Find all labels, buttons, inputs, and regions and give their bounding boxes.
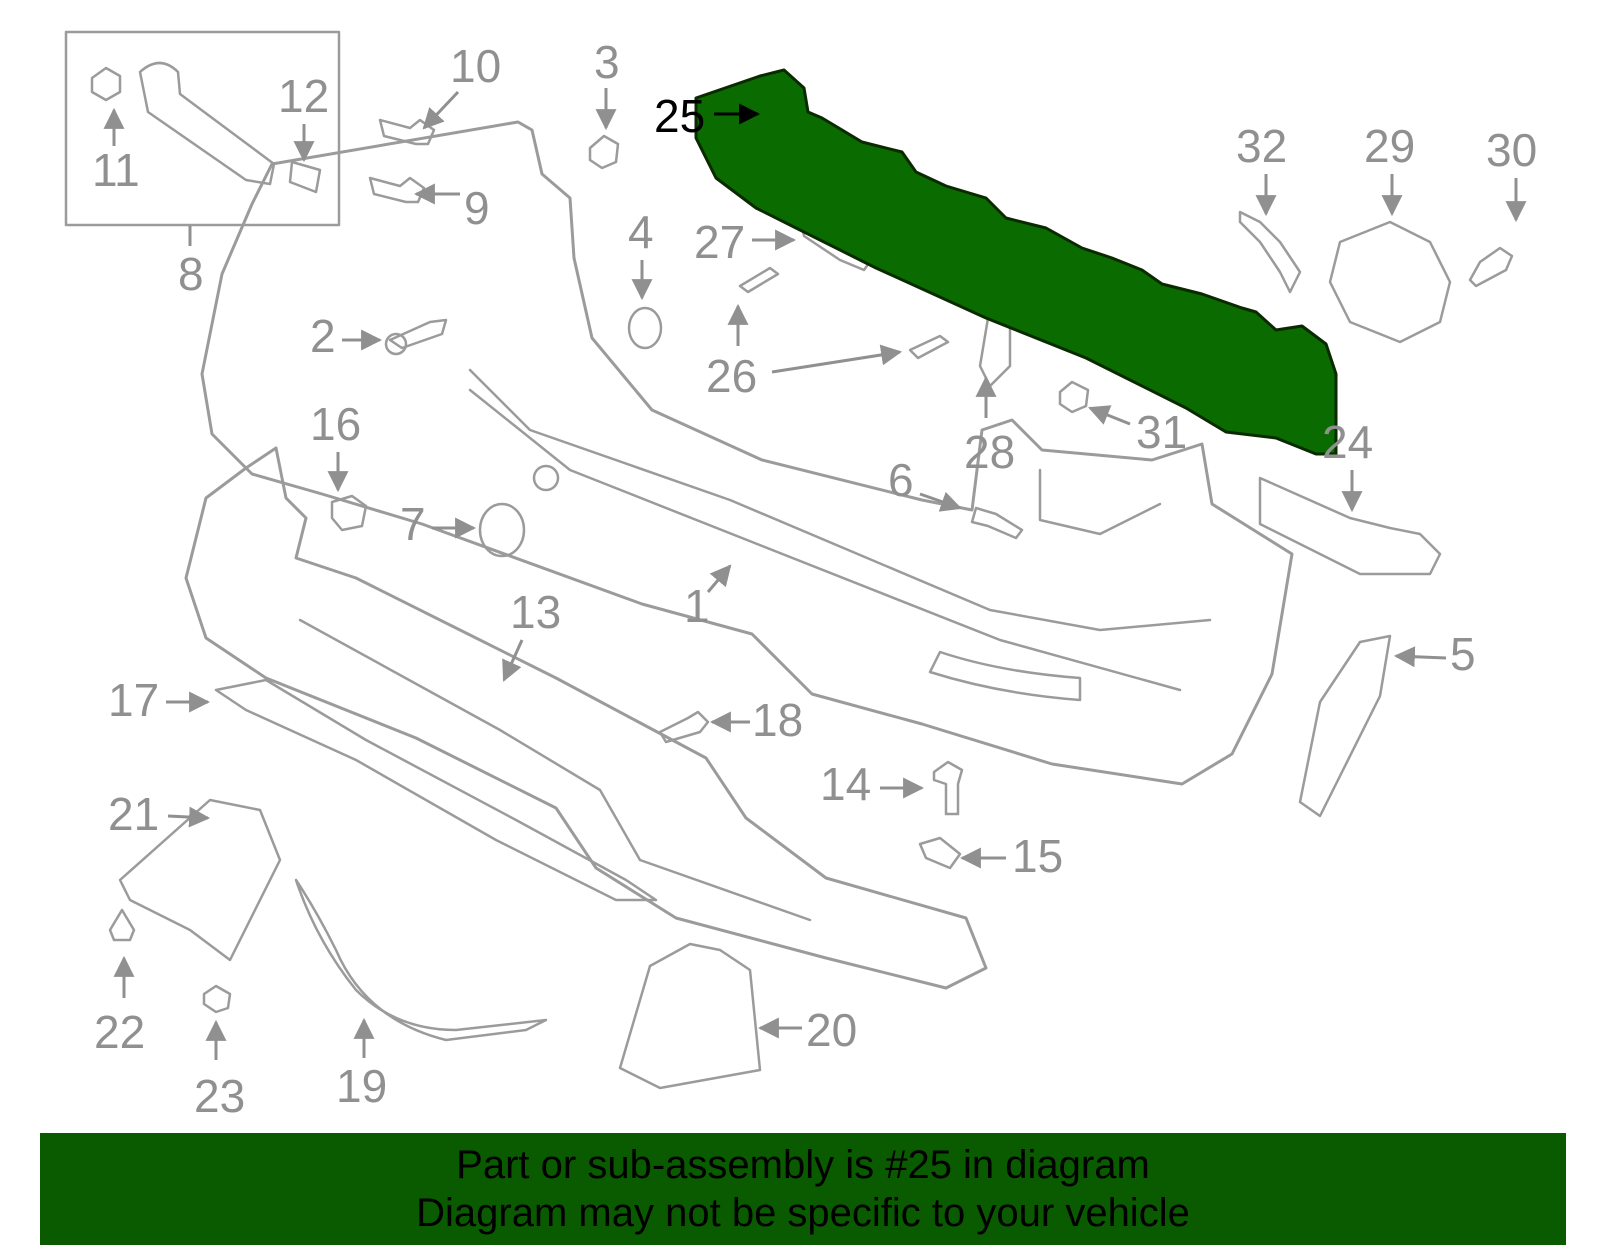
- bracket-21: [118, 798, 282, 962]
- trim-strip-19: [294, 878, 548, 1042]
- callout-11: 11: [92, 144, 140, 196]
- callout-1: 1: [684, 580, 710, 632]
- callout-12: 12: [278, 70, 329, 122]
- callout-8: 8: [178, 248, 204, 300]
- callout-2: 2: [310, 310, 336, 362]
- bracket-32: [1238, 210, 1302, 294]
- callout-13: 13: [510, 586, 561, 638]
- callout-5: 5: [1450, 628, 1476, 680]
- callout-15: 15: [1012, 830, 1063, 882]
- lower-bumper-part: [184, 446, 988, 990]
- callout-14: 14: [820, 758, 871, 810]
- callout-28: 28: [964, 426, 1015, 478]
- callout-27: 27: [694, 216, 745, 268]
- callout-22: 22: [94, 1006, 145, 1058]
- callout-25: 25: [654, 90, 705, 142]
- reinforcement-bar-highlight: [694, 68, 1338, 456]
- callout-4: 4: [628, 206, 654, 258]
- callouts: 1 2 3 4 5 6 7 8 9 10 11 12 13 14 15 16 1: [92, 36, 1537, 1122]
- callout-26: 26: [706, 350, 757, 402]
- callout-24: 24: [1322, 416, 1373, 468]
- lower-trim-17: [214, 678, 658, 902]
- info-banner: Part or sub-assembly is #25 in diagram D…: [40, 1133, 1566, 1245]
- callout-23: 23: [194, 1070, 245, 1122]
- callout-6: 6: [888, 454, 914, 506]
- side-trim-5: [1298, 634, 1392, 818]
- callout-21: 21: [108, 788, 159, 840]
- callout-31: 31: [1136, 406, 1187, 458]
- callout-32: 32: [1236, 120, 1287, 172]
- reflector-24: [1258, 476, 1442, 576]
- banner-line-1: Part or sub-assembly is #25 in diagram: [456, 1143, 1150, 1187]
- inset-box-8: [64, 30, 341, 227]
- callout-29: 29: [1364, 120, 1415, 172]
- callout-10: 10: [450, 40, 501, 92]
- callout-18: 18: [752, 694, 803, 746]
- callout-16: 16: [310, 398, 361, 450]
- bracket-20: [618, 942, 762, 1090]
- callout-20: 20: [806, 1004, 857, 1056]
- callout-17: 17: [108, 674, 159, 726]
- callout-3: 3: [594, 36, 620, 88]
- callout-19: 19: [336, 1060, 387, 1112]
- callout-30: 30: [1486, 124, 1537, 176]
- banner-line-2: Diagram may not be specific to your vehi…: [416, 1191, 1190, 1235]
- bumper-cover-part: [200, 120, 1294, 786]
- module-29: [1328, 220, 1452, 344]
- callout-9: 9: [464, 182, 490, 234]
- callout-7: 7: [400, 498, 426, 550]
